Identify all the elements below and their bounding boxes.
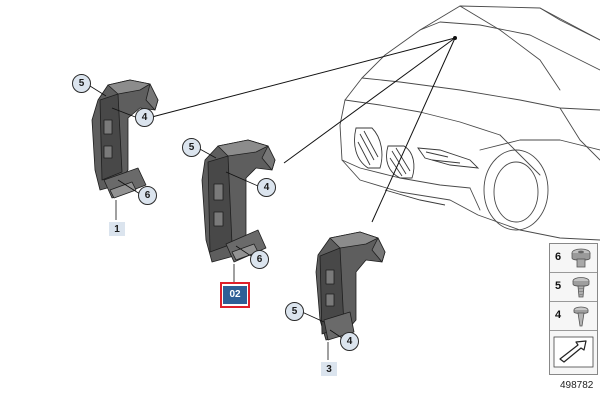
part-number-2-text: 02 [223,286,247,304]
callout-6-part-1[interactable]: 6 [138,186,157,205]
legend-item-rivet[interactable]: 4 [550,302,597,331]
legend-number: 4 [555,309,562,321]
callout-5-part-3[interactable]: 5 [285,302,304,321]
legend-footer [550,331,597,374]
mount-point-marker [453,36,457,40]
legend-number: 5 [555,280,562,292]
callout-4-part-1[interactable]: 4 [135,108,154,127]
bracket-part-3 [315,231,386,341]
leader-lines [147,37,456,223]
legend-number: 6 [555,251,562,263]
callout-5-part-2[interactable]: 5 [182,138,201,157]
diagram-reference-number: 498782 [560,380,594,391]
screw-icon [572,277,590,298]
bracket-part-1 [91,79,159,199]
callout-5-part-1[interactable]: 5 [72,74,91,93]
legend-item-nut[interactable]: 6 [550,244,597,273]
part-number-1-label[interactable]: 1 [109,222,125,236]
fastener-legend: 6 5 4 [549,243,598,375]
part-number-2-highlight[interactable]: 02 [220,282,250,308]
callout-4-part-3[interactable]: 4 [340,332,359,351]
expanding-rivet-icon [573,306,589,327]
nut-icon [571,248,591,268]
part-number-3-label[interactable]: 3 [321,362,337,376]
bracket-part-2 [201,139,276,263]
kidney-grille [354,127,480,206]
vehicle-outline [339,5,600,241]
arrow-symbol-icon [553,336,594,368]
part-1-leaders [89,85,141,220]
legend-item-screw[interactable]: 5 [550,273,597,302]
callout-4-part-2[interactable]: 4 [257,178,276,197]
callout-6-part-2[interactable]: 6 [250,250,269,269]
